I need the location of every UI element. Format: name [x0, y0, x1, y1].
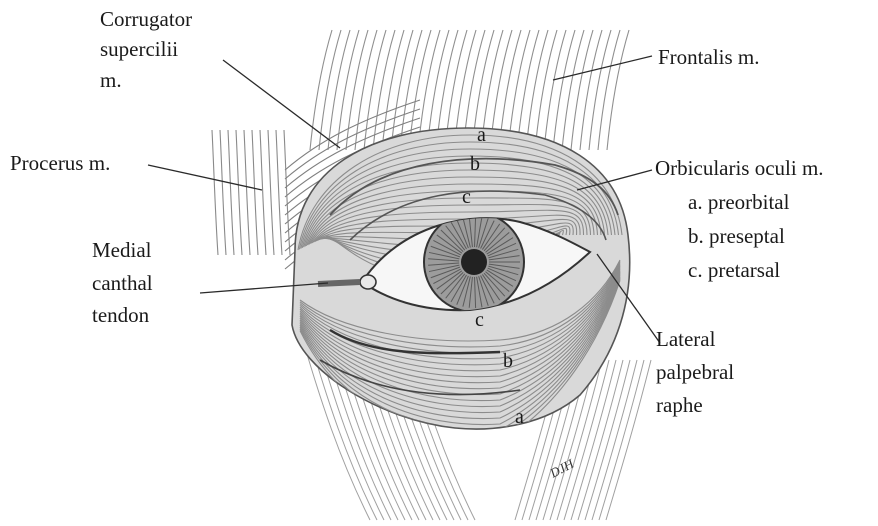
leader-procerus	[148, 165, 262, 190]
zone-letter-lower-b: b	[503, 350, 513, 372]
label-medial-1: Medial	[92, 237, 151, 263]
muscle-fibre	[228, 130, 234, 255]
artist-signature: DJH	[546, 456, 576, 482]
zone-letter-upper-a: a	[477, 124, 486, 146]
muscle-fibre	[592, 360, 637, 520]
label-corrugator-2: supercilii	[100, 36, 178, 62]
muscle-fibre	[607, 30, 629, 150]
muscle-fibre	[268, 130, 274, 255]
label-lateral-1: Lateral	[656, 326, 715, 352]
zone-letter-lower-c: c	[475, 309, 484, 331]
label-medial-3: tendon	[92, 302, 149, 328]
label-medial-2: canthal	[92, 270, 153, 296]
procerus-muscle	[212, 130, 290, 255]
label-orbicularis-b: b. preseptal	[688, 223, 785, 249]
label-corrugator-1: Corrugator	[100, 6, 192, 32]
label-frontalis: Frontalis m.	[658, 44, 760, 70]
muscle-fibre	[244, 130, 250, 255]
muscle-fibre	[606, 360, 651, 520]
muscle-fibre	[585, 360, 630, 520]
lacrimal-caruncle	[360, 275, 376, 289]
leader-frontalis	[553, 56, 652, 80]
muscle-fibre	[212, 130, 218, 255]
muscle-fibre	[236, 130, 242, 255]
muscle-fibre	[220, 130, 226, 255]
muscle-fibre	[276, 130, 282, 255]
muscle-fibre	[252, 130, 258, 255]
label-procerus: Procerus m.	[10, 150, 110, 176]
label-corrugator-3: m.	[100, 67, 122, 93]
muscle-fibre	[599, 360, 644, 520]
label-orbicularis-c: c. pretarsal	[688, 257, 780, 283]
leader-corrugator	[223, 60, 340, 148]
label-orbicularis: Orbicularis oculi m.	[655, 155, 824, 181]
muscle-fibre	[260, 130, 266, 255]
muscle-fibre	[284, 130, 290, 255]
zone-letter-lower-a: a	[515, 406, 524, 428]
zone-letter-upper-b: b	[470, 153, 480, 175]
label-lateral-2: palpebral	[656, 359, 734, 385]
label-orbicularis-a: a. preorbital	[688, 189, 789, 215]
pupil	[461, 249, 487, 275]
zone-letter-upper-c: c	[462, 186, 471, 208]
label-lateral-3: raphe	[656, 392, 703, 418]
